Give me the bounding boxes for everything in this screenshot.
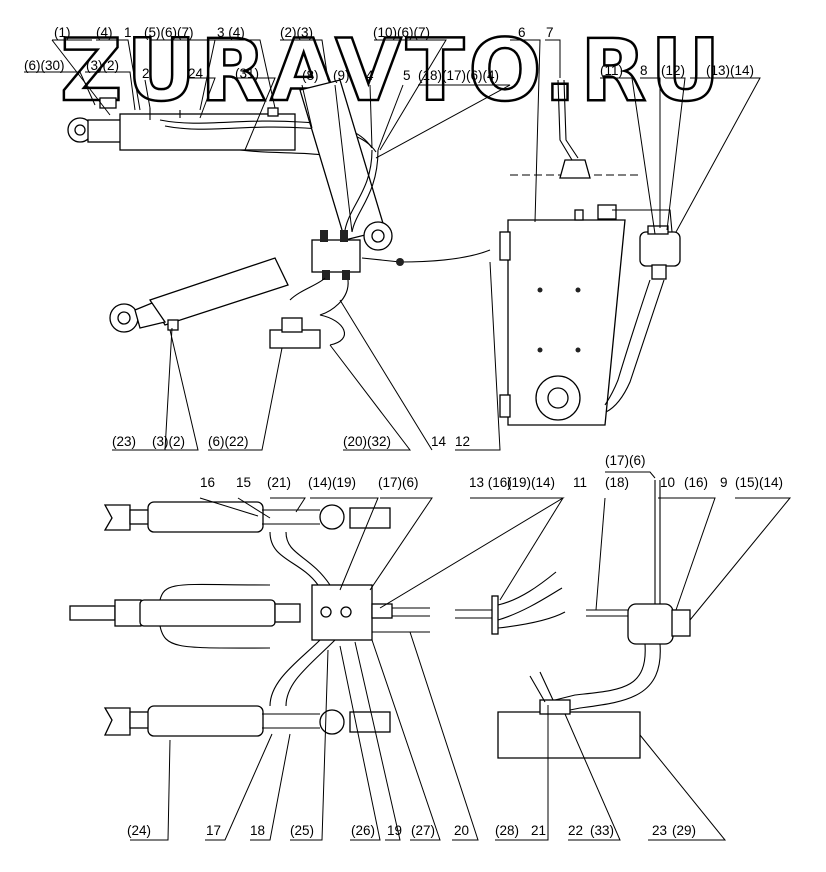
lower-assembly [69,480,691,759]
label-top-19: (11) [600,63,623,78]
top-assembly [67,79,681,426]
label-top-22: (13)(14) [706,63,754,78]
label-mid-4: 14 [431,434,447,449]
lower-cylinder-top [103,501,391,533]
label-top-11: 2 [142,66,150,81]
label-top-1: (4) [96,25,113,40]
upper-cylinder [67,97,296,151]
label-top-5: (2)(3) [280,25,313,40]
label-lower-12: 9 [720,475,728,490]
label-top-2: 1 [124,25,132,40]
label-bottom-5: 19 [387,823,402,838]
label-top-9: (6)(30) [24,58,65,73]
label-bottom-2: 18 [250,823,265,838]
label-lower-11: (16) [684,475,708,490]
label-mid-0: (23) [112,434,136,449]
label-top-21: (12) [661,63,685,78]
label-lower-13: (15)(14) [735,475,783,490]
label-top-14: (8) [302,68,319,83]
label-top-20: 8 [640,63,648,78]
label-bottom-6: (27) [411,823,435,838]
label-bottom-3: (25) [290,823,314,838]
label-top-8: 7 [546,25,554,40]
lower-cylinder-middle [69,583,301,649]
label-top-18: (18)(17)(6)(4) [418,68,499,83]
hydraulic-tank [499,204,626,426]
label-top-12: 24 [188,66,204,81]
label-top-0: (1) [54,25,71,40]
label-top-10: (3)(2) [86,58,119,73]
label-top-7: 6 [518,25,526,40]
label-mid-5: 12 [455,434,470,449]
control-valve-block [311,239,361,273]
leader-lines [24,39,792,841]
label-mid-2: (6)(22) [208,434,249,449]
label-bottom-11: (33) [590,823,614,838]
label-top-6: (10)(6)(7) [373,25,430,40]
label-top-17: 5 [403,68,411,83]
label-bottom-10: 22 [568,823,583,838]
label-lower-5: 13 (16) [469,475,512,490]
label-top-16: 4 [366,68,374,83]
label-bottom-4: (26) [351,823,375,838]
label-bottom-0: (24) [127,823,151,838]
label-lower-6: (19)(14) [507,475,555,490]
label-bottom-7: 20 [454,823,469,838]
label-top-13: (31) [235,66,259,81]
label-bottom-1: 17 [206,823,221,838]
label-lower-9: (18) [605,475,629,490]
label-lower-3: (14)(19) [308,475,356,490]
label-top-15: (9) [333,68,350,83]
watermark-text: ZURAVTO.RU [60,21,724,121]
label-mid-1: (3)(2) [152,434,185,449]
label-mid-3: (20)(32) [343,434,391,449]
label-top-4: 3 (4) [217,25,245,40]
label-bottom-12: 23 [652,823,667,838]
label-bottom-13: (29) [672,823,696,838]
label-lower-7: 11 [573,475,587,490]
label-lower-10: 10 [660,475,675,490]
label-lower-4: (17)(6) [378,475,419,490]
label-bottom-8: (28) [495,823,519,838]
boom-cylinder [109,257,289,333]
label-bottom-9: 21 [531,823,546,838]
hydraulic-pump [639,225,681,280]
lower-pump [586,480,691,645]
label-lower-0: 16 [200,475,215,490]
label-lower-2: (21) [267,475,291,490]
lower-cylinder-bottom [103,705,391,737]
callout-labels: (1) (4) 1 (5)(6)(7) 3 (4) (2)(3) (10)(6)… [24,25,783,838]
label-lower-8: (17)(6) [605,453,646,468]
label-top-3: (5)(6)(7) [144,25,194,40]
label-lower-1: 15 [236,475,251,490]
